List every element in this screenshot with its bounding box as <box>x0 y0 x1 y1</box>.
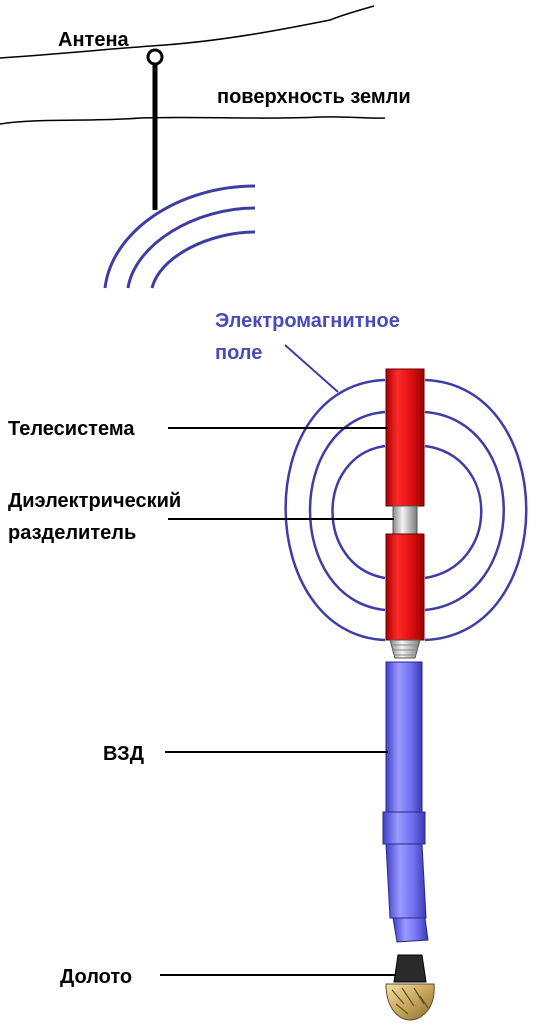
em-field-waves <box>284 378 528 642</box>
surface-waves <box>103 184 256 289</box>
label-antenna: Антена <box>58 29 130 51</box>
terrain-line <box>0 5 375 59</box>
ground-surface-line <box>0 116 386 125</box>
label-em-field-line2: поле <box>215 342 262 364</box>
em-field-pointer <box>284 344 339 393</box>
telesystem-lower <box>385 533 425 641</box>
label-dielectric-line1: Диэлектрический <box>8 490 181 512</box>
label-motor: ВЗД <box>103 743 144 765</box>
dielectric-separator <box>392 505 418 535</box>
drill-bit-icon <box>385 954 435 1021</box>
motor-collar <box>382 811 426 845</box>
thread-lines <box>392 644 418 656</box>
leader-lines <box>160 427 396 976</box>
label-bit: Долото <box>60 966 132 988</box>
telesystem-upper <box>385 368 425 507</box>
label-dielectric-line2: разделитель <box>8 522 136 544</box>
label-ground-surface: поверхность земли <box>217 86 411 108</box>
motor-bent-housing <box>385 843 427 919</box>
antenna-circle-icon <box>146 48 164 66</box>
motor-upper <box>385 661 423 813</box>
motor-lower <box>392 917 429 943</box>
label-em-field-line1: Электромагнитное <box>215 310 400 332</box>
label-telesystem: Телесистема <box>8 418 135 440</box>
